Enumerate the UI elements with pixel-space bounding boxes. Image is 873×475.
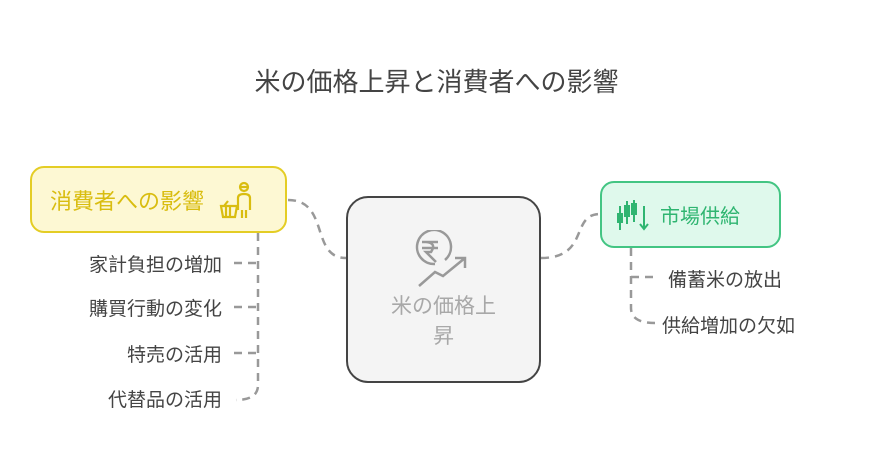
center-label-line2: 昇 xyxy=(433,323,454,348)
consumer-item: 家計負担の増加 xyxy=(88,254,222,276)
market-supply-label: 市場供給 xyxy=(660,204,740,228)
consumer-impact-label: 消費者への影響 xyxy=(50,189,205,215)
consumer-item: 代替品の活用 xyxy=(107,389,222,411)
consumer-item: 購買行動の変化 xyxy=(88,298,222,320)
market-item: 供給増加の欠如 xyxy=(662,315,796,337)
connector-center-market xyxy=(540,212,601,260)
consumer-item: 特売の活用 xyxy=(126,344,222,366)
center-label-line1: 米の価格上 xyxy=(391,293,496,318)
rupee-trend-up-icon xyxy=(415,229,466,287)
market-supply-node: 市場供給 xyxy=(600,181,781,248)
connector-consumer-trunk xyxy=(235,233,260,402)
connector-market-trunk xyxy=(629,248,656,325)
market-item: 備蓄米の放出 xyxy=(668,269,783,291)
connector-consumer-center xyxy=(287,198,347,260)
diagram-title: 米の価格上昇と消費者への影響 xyxy=(254,68,619,98)
candlestick-down-icon xyxy=(617,199,649,231)
shopper-basket-icon xyxy=(219,181,252,218)
consumer-impact-node: 消費者への影響 xyxy=(30,166,287,233)
rice-price-rise-node: 米の価格上 昇 xyxy=(346,196,541,383)
